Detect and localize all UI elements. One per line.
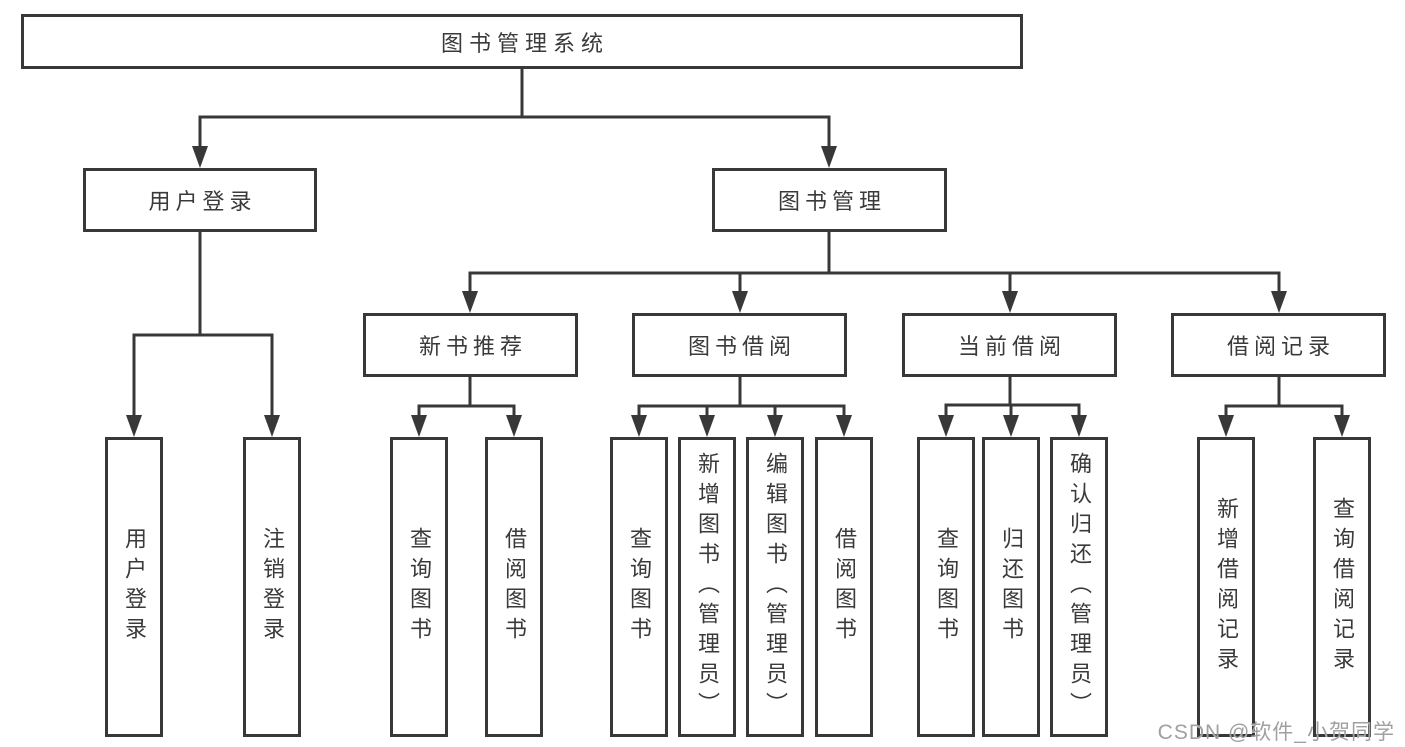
leaf-add-book-admin: 新增图书（管理员） (678, 437, 736, 737)
node-root-library-system: 图书管理系统 (21, 14, 1023, 69)
node-current-borrow: 当前借阅 (902, 313, 1117, 377)
leaf-logout-login: 注销登录 (243, 437, 301, 737)
leaf-return-book: 归还图书 (982, 437, 1040, 737)
node-new-book-recommend: 新书推荐 (363, 313, 578, 377)
node-user-login: 用户登录 (83, 168, 317, 232)
leaf-borrow-books-recommend: 借阅图书 (485, 437, 543, 737)
leaf-edit-book-admin: 编辑图书（管理员） (746, 437, 804, 737)
leaf-borrow-books: 借阅图书 (815, 437, 873, 737)
leaf-confirm-return-admin: 确认归还（管理员） (1050, 437, 1108, 737)
node-book-borrow: 图书借阅 (632, 313, 847, 377)
leaf-query-books-borrow: 查询图书 (610, 437, 668, 737)
leaf-add-borrow-record: 新增借阅记录 (1197, 437, 1255, 737)
leaf-query-books-recommend: 查询图书 (390, 437, 448, 737)
leaf-query-borrow-record: 查询借阅记录 (1313, 437, 1371, 737)
node-book-management: 图书管理 (712, 168, 947, 232)
leaf-user-login: 用户登录 (105, 437, 163, 737)
csdn-watermark: CSDN @软件_小贺同学 (1157, 721, 1395, 744)
leaf-query-books-current: 查询图书 (917, 437, 975, 737)
node-borrow-records: 借阅记录 (1171, 313, 1386, 377)
